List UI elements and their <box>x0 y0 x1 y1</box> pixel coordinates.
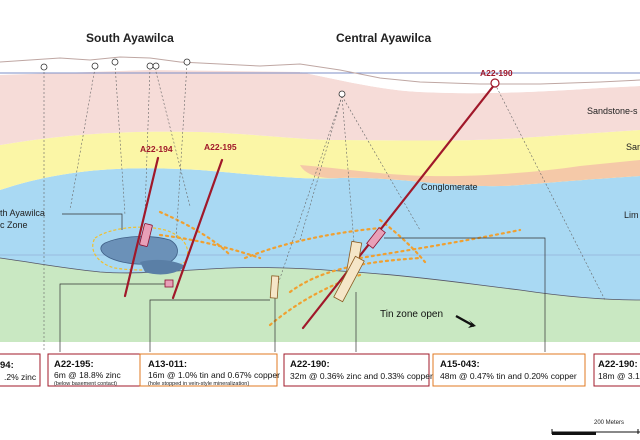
central-ayawilca-header: Central Ayawilca <box>336 31 431 45</box>
intercept-text-3: 32m @ 0.36% zinc and 0.33% copper <box>290 371 433 381</box>
drill-hole-a22-190 <box>301 82 497 330</box>
projection-line <box>341 95 356 256</box>
projection-line <box>341 95 421 231</box>
intercept-title-1: A22-195: <box>54 359 94 370</box>
projection-line <box>494 83 606 301</box>
drill-hole-label-a22-194: A22-194 <box>140 144 173 154</box>
intercept-box-3 <box>283 353 430 387</box>
intercept-marker-a22-190 <box>366 227 386 249</box>
intercept-title-0: 94: <box>0 360 14 371</box>
collar <box>338 90 346 98</box>
intercept-title-4: A15-043: <box>440 359 480 370</box>
vein-3 <box>243 226 382 260</box>
intercept-marker-a13-011 <box>269 275 280 299</box>
collar <box>111 58 119 66</box>
projection-line <box>175 63 188 241</box>
projection-line <box>114 63 126 216</box>
drill-holes <box>123 82 497 330</box>
conglomerate-layer <box>300 160 640 187</box>
projection-line <box>144 67 151 213</box>
vein-4 <box>288 256 422 294</box>
intercept-text-2: 16m @ 1.0% tin and 0.67% copper <box>148 370 280 380</box>
intercept-marker-a22-195 <box>164 279 174 288</box>
callout-a13-011 <box>149 299 270 352</box>
intercept-marker-a15-043 <box>333 255 365 303</box>
intercept-box-1 <box>47 353 141 387</box>
tin-zone-open-label: Tin zone open <box>380 309 443 320</box>
collar <box>146 62 154 70</box>
intercept-note-2: (hole stopped in vein-style mineralizati… <box>148 381 249 387</box>
conglomerate-label: Conglomerate <box>421 182 478 192</box>
drill-hole-a22-195 <box>171 158 224 300</box>
zinc-ore-lower <box>140 259 185 275</box>
drill-hole-label-a22-190: A22-190 <box>480 68 513 78</box>
intercept-box-0 <box>0 353 41 387</box>
collar <box>183 58 191 66</box>
drill-hole-label-a22-195: A22-195 <box>204 142 237 152</box>
sky-band <box>300 72 640 94</box>
limestone-label: Lim <box>624 210 639 220</box>
intercept-box-2 <box>139 353 278 387</box>
intercept-box-4 <box>432 353 586 387</box>
intercept-boxes: 94: .2% zinc A22-195: 6m @ 18.8% zinc (b… <box>0 353 640 387</box>
intercept-text-0: .2% zinc <box>4 372 37 382</box>
projection-lines <box>43 63 606 350</box>
intercept-text-5: 18m @ 3.1 <box>598 371 640 381</box>
zinc-zone-label-line1: th Ayawilca <box>0 208 45 218</box>
collar <box>152 62 160 70</box>
scale-bar-label: 200 Meters <box>594 420 624 426</box>
projection-line <box>69 67 96 211</box>
intercept-title-2: A13-011: <box>148 359 187 370</box>
tin-zone-arrow-shaft <box>455 314 475 328</box>
sandstone-label: Sandstone-s <box>587 106 638 116</box>
projection-line <box>299 95 343 241</box>
yellow-sandstone-layer <box>0 130 640 190</box>
intercept-note-1: (below basement contact) <box>54 381 117 387</box>
sand-label: San <box>626 142 640 152</box>
collar <box>91 62 99 70</box>
collar-a22-190 <box>490 78 500 88</box>
intercept-markers <box>139 223 386 303</box>
south-ayawilca-header: South Ayawilca <box>86 31 174 45</box>
vein-6 <box>268 273 362 327</box>
scale-bar: 200 Meters <box>551 420 640 435</box>
intercept-marker-a22-194 <box>139 223 153 247</box>
scale-bar-segment <box>552 432 596 435</box>
callout-a22-190-right <box>384 237 546 352</box>
surface-profile <box>0 56 640 85</box>
intercept-text-4: 48m @ 0.47% tin and 0.20% copper <box>440 371 577 381</box>
intercept-title-3: A22-190: <box>290 359 330 370</box>
intercept-box-5 <box>593 353 640 387</box>
geology-layers <box>0 56 640 342</box>
vein-structures <box>158 210 522 327</box>
intercept-text-1: 6m @ 18.8% zinc <box>54 370 121 380</box>
intercept-title-5: A22-190: <box>598 359 638 370</box>
callout-lines <box>59 213 546 352</box>
drill-hole-a22-194 <box>123 156 160 298</box>
collar <box>40 63 48 71</box>
vein-5 <box>358 228 522 260</box>
collars <box>40 58 500 98</box>
callout-zinc-zone <box>62 213 123 230</box>
zinc-zone-label-line2: c Zone <box>0 220 28 230</box>
callout-a22-195 <box>59 283 168 352</box>
basement-contact <box>0 257 640 301</box>
